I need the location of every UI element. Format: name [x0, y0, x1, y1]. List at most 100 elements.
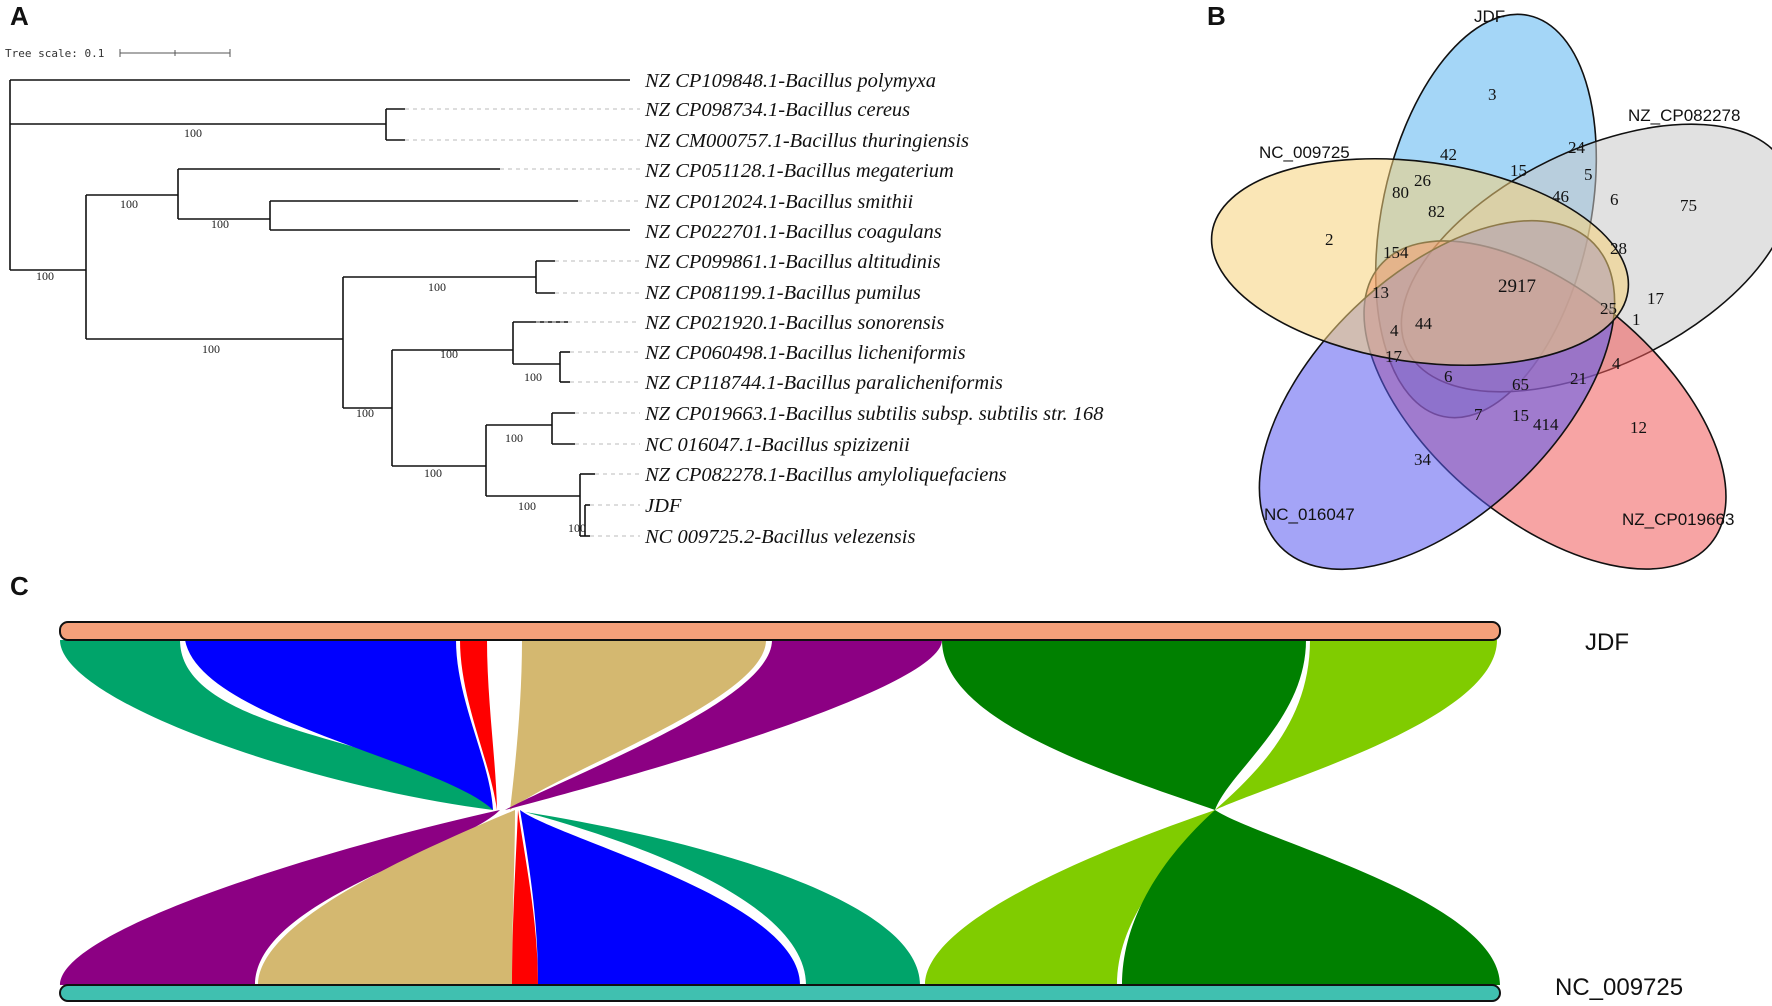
bootstrap-value: 100	[120, 197, 138, 211]
bootstrap-value: 100	[202, 342, 220, 356]
venn-count: 3	[1488, 85, 1497, 104]
genome-label-nc-009725: NC_009725	[1555, 974, 1683, 1001]
taxon-label: NZ CP118744.1-Bacillus paralicheniformis	[644, 372, 1003, 394]
tree-scale-label: Tree scale: 0.1	[5, 47, 104, 60]
synteny-block-dark-green	[942, 640, 1306, 810]
taxon-label: NC 016047.1-Bacillus spizizenii	[644, 434, 910, 456]
venn-count: 15	[1512, 406, 1529, 425]
venn-label-nz-cp082278: NZ_CP082278	[1628, 106, 1740, 125]
venn-count: 414	[1533, 415, 1559, 434]
tree-leader-lines	[405, 108, 640, 537]
bootstrap-value: 100	[184, 126, 202, 140]
venn-count: 80	[1392, 183, 1409, 202]
venn-ellipses	[1210, 13, 1772, 571]
venn-count: 25	[1600, 299, 1617, 318]
venn-region-counts: 3 75 12 34 2 42 24 15 5 46 6 80 26 82 15…	[1325, 85, 1697, 469]
venn-count: 6	[1444, 367, 1453, 386]
venn-count: 2917	[1498, 276, 1536, 297]
venn-count: 17	[1647, 289, 1665, 308]
venn-count: 4	[1390, 321, 1399, 340]
venn-count: 12	[1630, 418, 1647, 437]
venn-count: 46	[1552, 187, 1569, 206]
taxon-label: NZ CP099861.1-Bacillus altitudinis	[644, 251, 941, 273]
venn-count: 4	[1612, 354, 1621, 373]
genome-tracks	[59, 621, 1501, 1002]
venn-count: 7	[1474, 405, 1483, 424]
panel-b-label: B	[1207, 1, 1226, 31]
genome-label-jdf: JDF	[1585, 629, 1629, 656]
synteny-block-lime	[1215, 640, 1497, 810]
venn-set-nc-009725	[1210, 157, 1630, 367]
tree-branches	[9, 79, 630, 537]
venn-label-jdf: JDF	[1474, 7, 1505, 26]
taxon-label: NZ CP081199.1-Bacillus pumilus	[644, 282, 921, 304]
taxon-label: NC 009725.2-Bacillus velezensis	[644, 526, 915, 548]
venn-count: 6	[1610, 190, 1619, 209]
venn-count: 13	[1372, 283, 1389, 302]
synteny-ribbons	[60, 640, 1500, 985]
tree-scale: Tree scale: 0.1	[5, 47, 231, 60]
panel-a: A Tree scale: 0.1	[5, 1, 1104, 548]
taxon-label: NZ CP098734.1-Bacillus cereus	[644, 99, 910, 121]
bootstrap-value: 100	[428, 280, 446, 294]
taxon-label: NZ CP021920.1-Bacillus sonorensis	[644, 312, 944, 334]
panel-c: C JDF NC_009725	[10, 571, 1683, 1002]
synteny-block-tan	[510, 640, 766, 810]
synteny-block-blue	[185, 640, 493, 810]
synteny-block-tan	[258, 810, 515, 985]
synteny-block-purple	[505, 640, 942, 810]
taxon-label: NZ CP012024.1-Bacillus smithii	[644, 191, 914, 213]
venn-set-labels: JDF NZ_CP082278 NZ_CP019663 NC_016047 NC…	[1259, 7, 1740, 529]
panel-a-label: A	[10, 1, 29, 31]
bootstrap-value: 100	[518, 499, 536, 513]
genome-track-jdf	[59, 621, 1501, 641]
bootstrap-value: 100	[524, 370, 542, 384]
venn-count: 42	[1440, 145, 1457, 164]
genome-track-nc-009725	[59, 984, 1501, 1002]
venn-count: 65	[1512, 375, 1529, 394]
bootstrap-value: 100	[440, 347, 458, 361]
venn-count: 2	[1325, 230, 1334, 249]
venn-count: 34	[1414, 450, 1432, 469]
taxon-label: NZ CP060498.1-Bacillus licheniformis	[644, 342, 966, 364]
synteny-block-red	[512, 810, 538, 985]
venn-count: 82	[1428, 202, 1445, 221]
venn-count: 15	[1510, 161, 1527, 180]
taxon-label: NZ CP022701.1-Bacillus coagulans	[644, 221, 942, 243]
synteny-block-teal	[60, 640, 493, 810]
synteny-block-blue	[520, 810, 800, 985]
panel-c-label: C	[10, 571, 29, 601]
bootstrap-value: 100	[211, 217, 229, 231]
bootstrap-value: 100	[424, 466, 442, 480]
synteny-block-dark-green	[1122, 810, 1500, 985]
venn-count: 28	[1610, 239, 1627, 258]
synteny-block-teal	[525, 812, 920, 985]
bootstrap-value: 100	[568, 521, 586, 535]
venn-count: 5	[1584, 165, 1593, 184]
taxon-label: NZ CP109848.1-Bacillus polymyxa	[644, 70, 936, 92]
taxon-label: NZ CP019663.1-Bacillus subtilis subsp. s…	[644, 403, 1104, 425]
synteny-block-lime	[925, 810, 1215, 985]
synteny-block-purple	[60, 810, 500, 985]
venn-count: 1	[1632, 310, 1641, 329]
venn-count: 17	[1385, 347, 1403, 366]
bootstrap-value: 100	[356, 406, 374, 420]
venn-label-nc-009725: NC_009725	[1259, 143, 1350, 162]
bootstrap-value: 100	[505, 431, 523, 445]
synteny-block-red	[460, 640, 497, 810]
panel-b: B JDF NZ_CP082278 NZ_CP019663 NC_016047 …	[1207, 1, 1772, 571]
venn-count: 26	[1414, 171, 1431, 190]
venn-count: 44	[1415, 314, 1433, 333]
venn-count: 24	[1568, 138, 1586, 157]
bootstrap-value: 100	[36, 269, 54, 283]
tree-bootstrap-values: 100 100 100 100 100 100 100 100 100 100 …	[36, 126, 586, 535]
taxon-label: NZ CM000757.1-Bacillus thuringiensis	[644, 130, 969, 152]
venn-count: 154	[1383, 243, 1409, 262]
venn-count: 75	[1680, 196, 1697, 215]
venn-label-nc-016047: NC_016047	[1264, 505, 1355, 524]
taxon-label: NZ CP051128.1-Bacillus megaterium	[644, 160, 954, 182]
taxon-label: JDF	[645, 495, 682, 517]
tree-taxa: NZ CP109848.1-Bacillus polymyxa NZ CP098…	[644, 70, 1104, 548]
venn-label-nz-cp019663: NZ_CP019663	[1622, 510, 1734, 529]
